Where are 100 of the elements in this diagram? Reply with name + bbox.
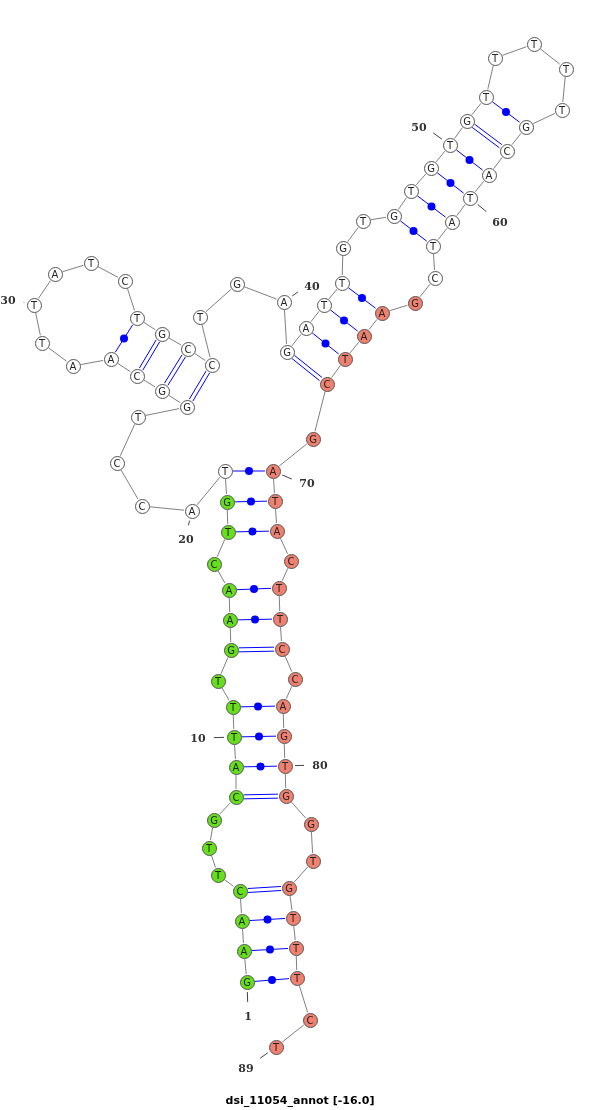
nucleotide-circle: C	[129, 368, 145, 384]
nucleotide-circle: T	[83, 255, 99, 271]
nucleotide-circle: T	[289, 970, 305, 986]
nucleotide-circle: T	[226, 729, 242, 745]
position-number: 70	[299, 476, 315, 490]
nucleotide-circle: T	[337, 351, 353, 367]
nucleotide-circle: G	[335, 240, 351, 256]
nucleotide-circle: T	[26, 297, 42, 313]
nucleotide-circle: T	[217, 463, 233, 479]
nucleotide-circle: T	[210, 867, 226, 883]
nucleotide-circle: A	[481, 167, 497, 183]
nucleotide-circle: A	[298, 320, 314, 336]
nucleotide-circle: A	[222, 612, 238, 628]
nucleotide-circle: C	[134, 498, 150, 514]
position-number: 30	[0, 293, 16, 307]
nucleotide-circle: T	[334, 275, 350, 291]
nucleotide-circle: C	[302, 1012, 318, 1028]
nucleotide-circle: A	[356, 328, 372, 344]
nucleotide-circle: G	[154, 383, 170, 399]
nucleotide-circle: A	[269, 523, 285, 539]
nucleotide-circle: T	[425, 238, 441, 254]
nucleotide-circle: A	[276, 294, 292, 310]
nucleotide-circle: C	[206, 556, 222, 572]
nucleotide-circle: T	[267, 493, 283, 509]
nucleotide-circle: T	[34, 335, 50, 351]
position-number: 80	[312, 758, 328, 772]
nucleotide-circle: A	[184, 503, 200, 519]
nucleotide-circle: T	[210, 673, 226, 689]
position-number: 20	[178, 532, 194, 546]
nucleotide-circle: A	[103, 351, 119, 367]
nucleotide-circle: T	[442, 137, 458, 153]
nucleotide-circle: T	[285, 910, 301, 926]
position-number: 60	[492, 215, 508, 229]
nucleotide-circle: C	[287, 671, 303, 687]
nucleotide-circle: A	[221, 582, 237, 598]
nucleotide-circle: G	[386, 208, 402, 224]
caption: dsi_11054_annot [-16.0]	[225, 1094, 375, 1107]
nucleotide-circle: C	[232, 883, 248, 899]
nucleotide-circle: A	[47, 266, 63, 282]
nucleotide-circle: T	[554, 102, 570, 118]
nucleotide-circle: A	[275, 698, 291, 714]
nucleotide-circle: G	[154, 326, 170, 342]
nucleotide-circle: C	[283, 553, 299, 569]
nucleotide-circle: G	[459, 113, 475, 129]
nucleotide-circle: T	[277, 758, 293, 774]
nucleotide-circle: C	[427, 270, 443, 286]
nucleotide-circle: C	[228, 789, 244, 805]
nucleotide-circle: T	[220, 524, 236, 540]
nucleotide-circle: G	[179, 399, 195, 415]
nucleotide-circle: G	[407, 295, 423, 311]
nucleotide-circle: A	[265, 463, 281, 479]
nucleotide-circle: A	[65, 358, 81, 374]
nucleotide-circle: G	[239, 974, 255, 990]
nucleotide-circle: G	[219, 494, 235, 510]
nucleotide-circle: T	[526, 36, 542, 52]
nucleotide-circle: G	[279, 344, 295, 360]
nucleotide-circle: T	[271, 580, 287, 596]
nucleotide-circle: T	[268, 1039, 284, 1055]
nucleotide-circle: T	[225, 699, 241, 715]
position-number: 10	[190, 731, 206, 745]
nucleotide-circle: G	[303, 816, 319, 832]
nucleotide-circle: T	[462, 190, 478, 206]
nucleotide-circle: T	[272, 611, 288, 627]
nucleotide-circle: T	[355, 213, 371, 229]
nucleotide-circle: T	[130, 409, 146, 425]
nucleotide-circle: G	[518, 119, 534, 135]
nucleotide-circle: G	[423, 160, 439, 176]
nucleotide-circle: T	[129, 310, 145, 326]
nucleotide-circle: C	[274, 641, 290, 657]
position-number: 40	[304, 279, 320, 293]
nucleotide-circle: C	[499, 143, 515, 159]
nucleotide-circle: C	[109, 455, 125, 471]
nucleotide-circle: T	[478, 89, 494, 105]
nucleotide-circle: A	[234, 913, 250, 929]
position-number: 1	[244, 1009, 252, 1023]
nucleotide-circle: G	[305, 431, 321, 447]
nucleotide-circle: C	[117, 273, 133, 289]
nucleotide-circle: A	[228, 759, 244, 775]
nucleotide-circle: T	[403, 183, 419, 199]
nucleotide-circle: C	[204, 357, 220, 373]
position-number: 50	[411, 120, 427, 134]
nucleotide-circle: C	[319, 376, 335, 392]
nucleotide-circle: C	[180, 341, 196, 357]
position-number: 89	[238, 1061, 254, 1075]
nucleotide-circle: A	[236, 943, 252, 959]
nucleotide-circle: T	[316, 297, 332, 313]
nucleotide-circle: G	[278, 788, 294, 804]
nucleotide-circle: G	[276, 728, 292, 744]
nucleotide-circle: T	[192, 309, 208, 325]
nucleotide-circle: T	[558, 61, 574, 77]
nucleotide-circle: A	[444, 214, 460, 230]
nucleotide-circle: G	[206, 812, 222, 828]
nucleotide-circle: T	[288, 940, 304, 956]
nucleotide-circle: G	[281, 880, 297, 896]
nucleotide-circle: T	[487, 50, 503, 66]
nucleotide-circle: T	[305, 853, 321, 869]
nucleotide-circle: G	[229, 276, 245, 292]
nucleotide-circle: G	[223, 642, 239, 658]
nucleotide-circle: T	[201, 840, 217, 856]
nucleotide-circle: A	[374, 305, 390, 321]
